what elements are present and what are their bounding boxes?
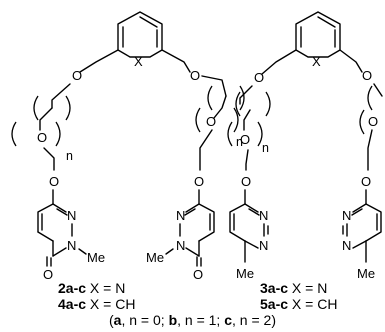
rm-right-paren-open-2 [359, 109, 365, 135]
right-arm-ether-oxygen-1: O [190, 68, 200, 83]
right-arm-paren-close-1 [239, 85, 245, 111]
rm-left-paren-open-2 [227, 121, 233, 147]
footnote-a: a [113, 312, 122, 328]
caption-3a-c-text: X = N [288, 280, 328, 296]
left-arm-paren-close-1 [65, 95, 71, 121]
right-pyridazinone-n1: N [176, 208, 185, 223]
caption-4a-c-compound: 4a-c [58, 296, 87, 312]
left-arm-repeat-n: n [66, 149, 73, 163]
rm-left-paren-close-2 [257, 121, 263, 147]
footnote-open-paren: ( [109, 312, 114, 328]
rm-left-pyridazine-methyl: Me [236, 266, 254, 281]
right-pyridazinone-n-methyl: Me [146, 250, 164, 265]
footnote-a-text: , n = 0; [121, 312, 169, 328]
left-pyridazinone-carbonyl-oxygen: O [43, 267, 53, 282]
right-arm-aryl-oxygen: O [194, 174, 204, 189]
right-pyridazinone-carbonyl-oxygen: O [193, 267, 203, 282]
left-pyridazinone-n2: N [67, 238, 76, 253]
rm-left-paren-open-1 [235, 91, 241, 117]
right-molecule-right-arm: O O O [339, 49, 383, 205]
caption-5a-c: 5a-c X = CH [260, 296, 337, 312]
right-central-ring: X [295, 11, 341, 69]
right-arm-paren-open-1 [207, 85, 213, 111]
left-arm-ether-oxygen-2: O [37, 130, 47, 145]
left-molecule-right-arm: O O n O [161, 49, 245, 205]
rm-right-paren-open-1 [367, 85, 373, 111]
rm-left-ether-oxygen-2: O [240, 132, 250, 147]
right-molecule: X O O n O N N [227, 11, 383, 281]
right-molecule-left-arm: O O n O [227, 49, 297, 205]
right-arm-repeat-n: n [236, 135, 243, 149]
rm-left-pyridazine-n1: N [259, 208, 268, 223]
right-pyridazinone-n2: N [176, 238, 185, 253]
rm-left-pyridazine-ring: N N Me [229, 203, 269, 281]
right-arm-paren-close-2 [233, 107, 239, 133]
rm-right-pyridazine-methyl: Me [357, 266, 375, 281]
right-pyridazinone-ring: N N O Me [146, 203, 215, 282]
left-pyridazinone-n-methyl: Me [87, 250, 105, 265]
right-arm-ether-oxygen-2: O [206, 114, 216, 129]
left-central-ring: X [117, 11, 163, 69]
left-pyridazinone-ring: N N O Me [37, 203, 105, 282]
caption-2a-c: 2a-c X = N [58, 280, 125, 296]
caption-2a-c-compound: 2a-c [58, 280, 87, 296]
rm-right-pyridazine-n1: N [342, 208, 351, 223]
left-molecule: X O O n O N N [11, 11, 245, 282]
caption-4a-c-text: X = CH [86, 296, 136, 312]
left-ring-x-label: X [134, 54, 143, 69]
rm-left-repeat-n: n [262, 141, 269, 155]
right-ring-x-label: X [312, 54, 321, 69]
caption-4a-c: 4a-c X = CH [58, 296, 135, 312]
caption-5a-c-text: X = CH [288, 296, 338, 312]
rm-left-paren-close-1 [265, 91, 271, 117]
footnote-b-text: , n = 1; [177, 312, 225, 328]
left-arm-paren-close-2 [55, 121, 61, 147]
caption-5a-c-compound: 5a-c [260, 296, 289, 312]
rm-right-aryl-oxygen: O [361, 174, 371, 189]
left-pyridazinone-n1: N [67, 208, 76, 223]
footnote-n-values: (a, n = 0; b, n = 1; c, n = 2) [0, 312, 385, 328]
left-arm-paren-open-2 [11, 121, 17, 147]
caption-3a-c: 3a-c X = N [260, 280, 327, 296]
rm-right-pyridazine-n2: N [342, 238, 351, 253]
left-arm-ether-oxygen-1: O [72, 68, 82, 83]
caption-2a-c-text: X = N [86, 280, 126, 296]
left-arm-aryl-oxygen: O [49, 174, 59, 189]
footnote-c-text: , n = 2) [232, 312, 276, 328]
left-arm-paren-open-1 [33, 95, 39, 121]
rm-right-pyridazine-ring: N N Me [342, 203, 382, 281]
caption-3a-c-compound: 3a-c [260, 280, 289, 296]
footnote-b: b [168, 312, 178, 328]
rm-left-aryl-oxygen: O [241, 174, 251, 189]
right-arm-paren-open-2 [195, 107, 201, 133]
rm-right-ether-oxygen-2: O [368, 114, 378, 129]
rm-left-pyridazine-n2: N [259, 238, 268, 253]
left-molecule-left-arm: O O n O [11, 49, 119, 205]
rm-left-ether-oxygen-1: O [254, 70, 264, 85]
footnote-c: c [224, 312, 233, 328]
rm-right-ether-oxygen-1: O [362, 68, 372, 83]
